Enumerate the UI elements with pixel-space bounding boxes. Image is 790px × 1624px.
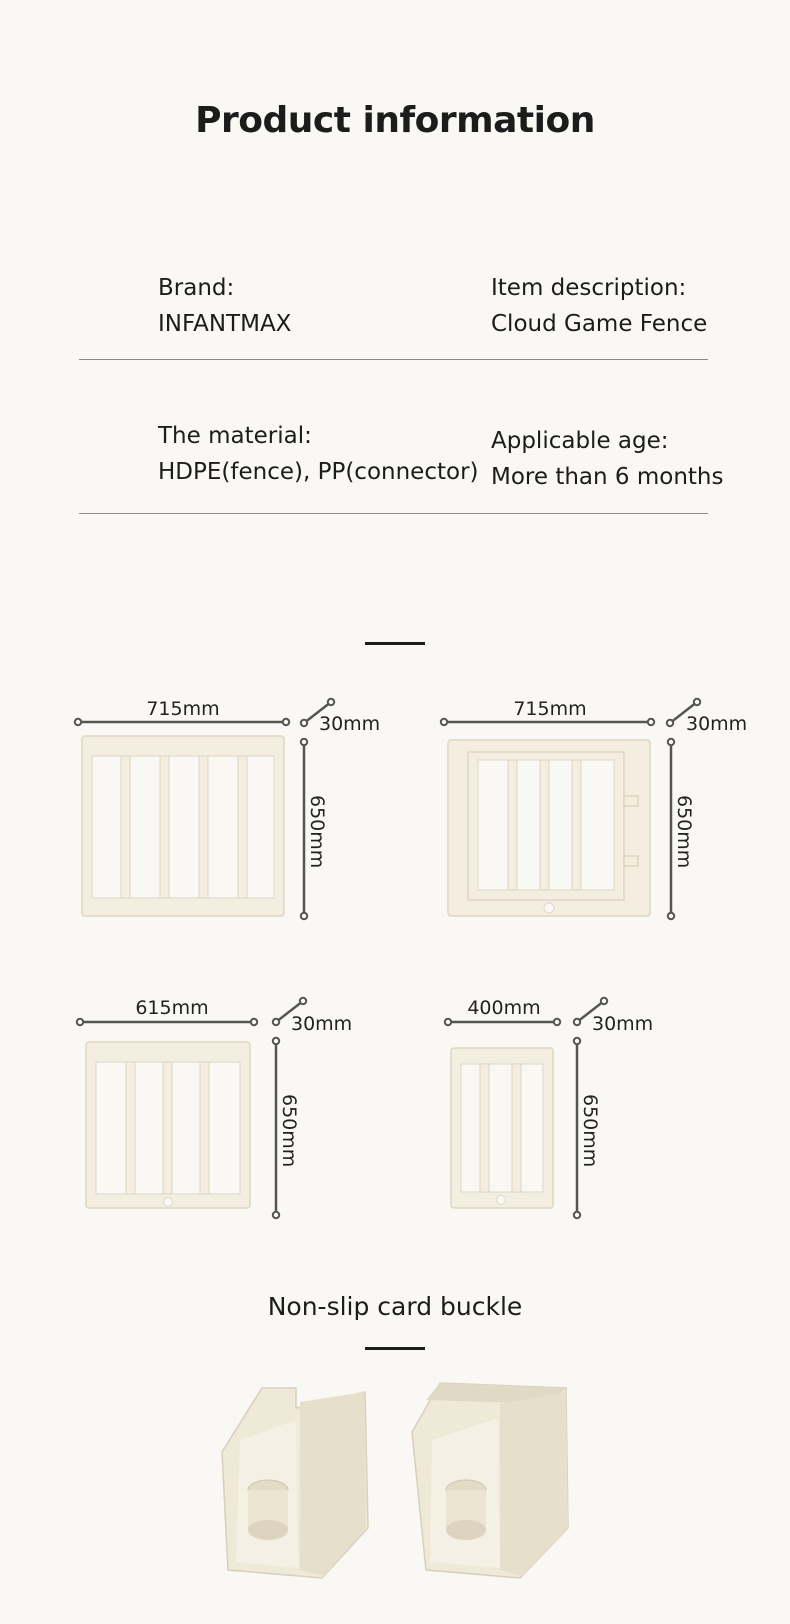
item-description-label: Item description: (491, 275, 687, 301)
brand-cell: Brand: INFANTMAX (158, 270, 291, 342)
material-label: The material: (158, 423, 312, 449)
panel-3-height: 650mm (278, 1094, 300, 1167)
panel-1-width: 715mm (146, 698, 219, 720)
panel-2-depth: 30mm (686, 713, 747, 735)
buckle-right-image (411, 1382, 569, 1579)
item-description-cell: Item description: Cloud Game Fence (491, 270, 707, 342)
panel-2-width: 715mm (513, 698, 586, 720)
panel-dimensions-figure: .dim { stroke:#555555; stroke-width:2.5;… (73, 697, 747, 1220)
brand-value: INFANTMAX (158, 311, 292, 337)
section-divider (365, 642, 425, 645)
section-divider (365, 1347, 425, 1350)
material-value: HDPE(fence), PP(connector) (158, 459, 479, 485)
panel-1-depth: 30mm (319, 713, 380, 735)
gate-panel-715: 715mm 30mm 650mm (439, 697, 747, 921)
panel-4-width: 400mm (467, 997, 540, 1019)
material-cell: The material: HDPE(fence), PP(connector) (158, 418, 479, 490)
applicable-age-cell: Applicable age: More than 6 months (491, 423, 723, 495)
buckle-left-image (221, 1387, 369, 1579)
panel-4-depth: 30mm (592, 1013, 653, 1035)
fence-panel-715-5-bars: 715mm 30mm 650mm (73, 697, 380, 921)
panel-3-width: 615mm (135, 997, 208, 1019)
buckle-section-title: Non-slip card buckle (267, 1292, 523, 1321)
applicable-age-value: More than 6 months (491, 464, 724, 490)
brand-label: Brand: (158, 275, 235, 301)
panel-4-height: 650mm (579, 1094, 601, 1167)
fence-panel-615-4-bars: 615mm 30mm 650mm (75, 996, 352, 1220)
panel-3-depth: 30mm (291, 1013, 352, 1035)
fence-panel-400-3-bars: 400mm 30mm 650mm (443, 996, 653, 1220)
panel-2-height: 650mm (673, 795, 695, 868)
divider (79, 513, 708, 514)
card-buckle-figure (221, 1382, 569, 1579)
divider (79, 359, 708, 360)
applicable-age-label: Applicable age: (491, 428, 669, 454)
panel-1-height: 650mm (306, 795, 328, 868)
item-description-value: Cloud Game Fence (491, 311, 708, 337)
page-title: Product information (195, 100, 595, 141)
